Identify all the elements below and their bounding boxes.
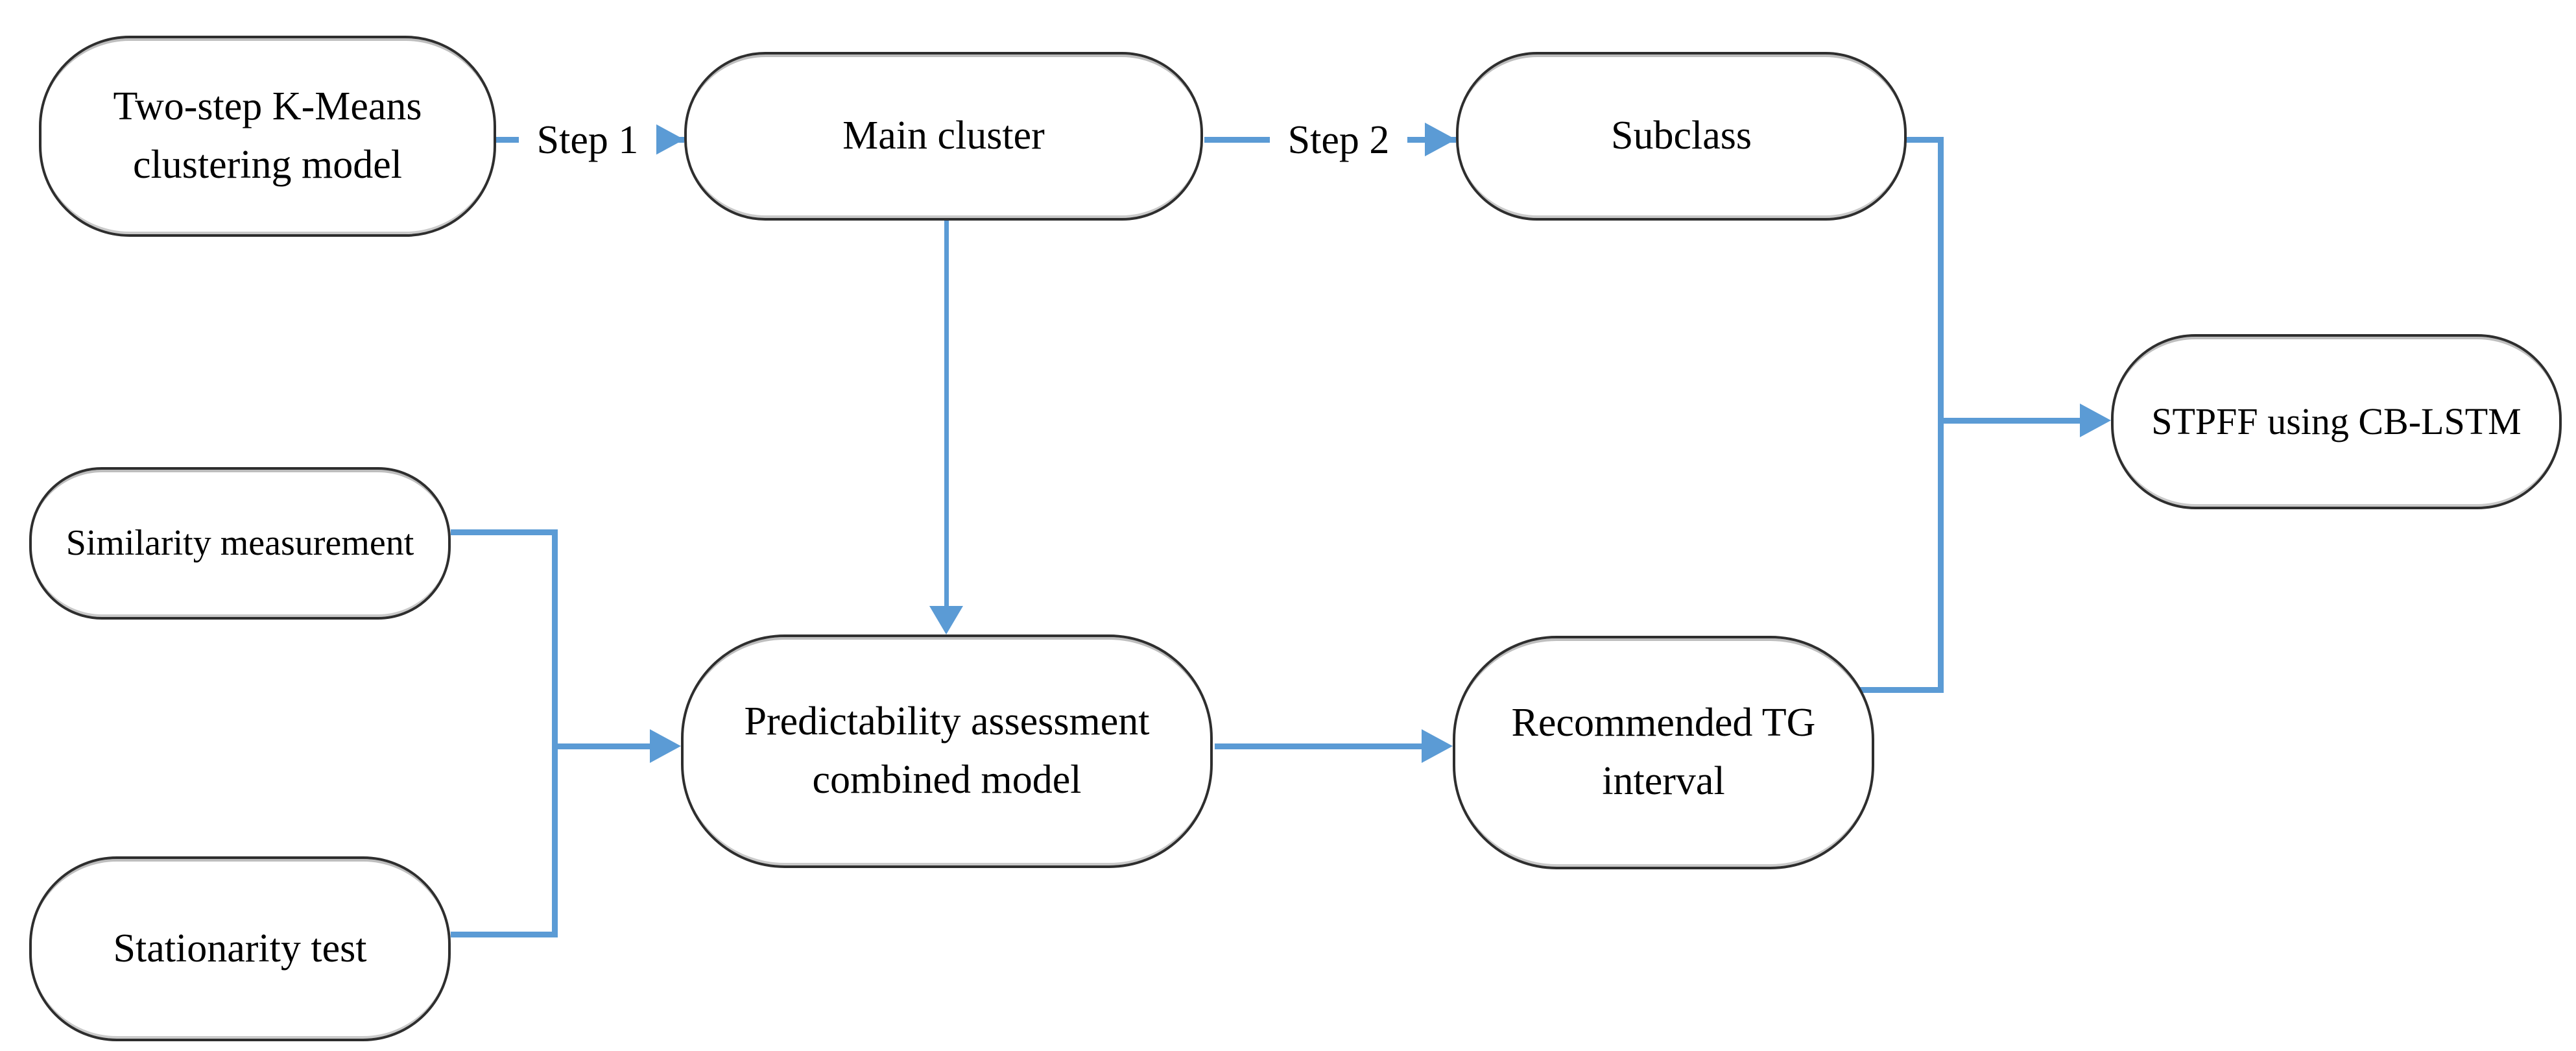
node-subclass-label: Subclass bbox=[1611, 114, 1752, 158]
node-stationarity-label: Stationarity test bbox=[113, 926, 367, 971]
edge-recommended-out-line bbox=[1858, 687, 1944, 693]
edge-maincluster-down-line bbox=[944, 221, 949, 609]
edge-label-step2: Step 2 bbox=[1270, 110, 1407, 170]
node-two-step-kmeans-label-line2: clustering model bbox=[133, 143, 402, 187]
node-predictability: Predictability assessment combined model bbox=[681, 634, 1213, 868]
node-stationarity: Stationarity test bbox=[29, 856, 451, 1041]
arrowhead-into-stpff-icon bbox=[2080, 404, 2111, 437]
node-recommended-tg-label-line2: interval bbox=[1602, 759, 1725, 803]
edge-right-junction-vertical bbox=[1938, 137, 1944, 692]
arrowhead-into-subclass-icon bbox=[1425, 123, 1456, 156]
edge-left-junction-vertical bbox=[552, 529, 558, 937]
node-main-cluster: Main cluster bbox=[684, 52, 1203, 221]
node-two-step-kmeans: Two-step K-Means clustering model bbox=[39, 36, 496, 237]
edge-into-predictability-line bbox=[555, 743, 652, 749]
edge-subclass-line bbox=[1906, 137, 1944, 143]
edge-predictability-to-recommended-line bbox=[1215, 743, 1424, 749]
node-recommended-tg: Recommended TG interval bbox=[1453, 636, 1874, 869]
edge-stationarity-line bbox=[451, 932, 555, 937]
edge-label-step1: Step 1 bbox=[519, 110, 656, 170]
arrowhead-into-main-cluster-icon bbox=[653, 123, 684, 156]
edge-similarity-line bbox=[451, 529, 555, 535]
edge-into-stpff-line bbox=[1944, 418, 2082, 424]
node-similarity-label: Similarity measurement bbox=[66, 522, 414, 563]
node-predictability-label-line2: combined model bbox=[812, 758, 1082, 802]
arrowhead-into-recommended-tg-icon bbox=[1422, 729, 1453, 763]
arrowhead-into-predictability-top-icon bbox=[929, 606, 963, 634]
arrowhead-into-predictability-left-icon bbox=[650, 729, 681, 763]
node-subclass: Subclass bbox=[1456, 52, 1907, 221]
node-two-step-kmeans-label-line1: Two-step K-Means bbox=[113, 84, 422, 129]
node-similarity: Similarity measurement bbox=[29, 467, 451, 620]
node-stpff: STPFF using CB-LSTM bbox=[2111, 334, 2562, 509]
node-predictability-label-line1: Predictability assessment bbox=[744, 699, 1150, 744]
node-main-cluster-label: Main cluster bbox=[842, 114, 1045, 158]
node-recommended-tg-label-line1: Recommended TG bbox=[1511, 701, 1816, 745]
node-stpff-label: STPFF using CB-LSTM bbox=[2151, 400, 2522, 442]
